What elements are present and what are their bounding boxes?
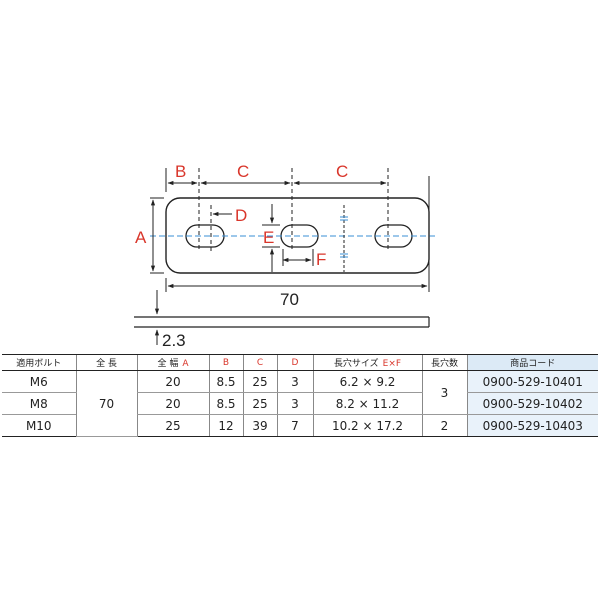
header-holes: 長穴数	[421, 354, 467, 371]
cell-width: 20	[136, 370, 209, 393]
plate-drawing: B C C A D E F 70 2.3	[134, 162, 436, 350]
cell-code: 0900-529-10403	[466, 414, 598, 437]
label-thickness: 2.3	[162, 331, 186, 350]
header-length: 全 長	[75, 354, 137, 371]
cell-d: 3	[276, 370, 313, 393]
label-c-left: C	[237, 162, 249, 181]
cell-code: 0900-529-10402	[466, 392, 598, 415]
cell-width: 25	[136, 414, 209, 437]
header-b: B	[208, 354, 243, 371]
equal-marks	[340, 216, 348, 258]
cell-holes: 2	[421, 414, 467, 437]
table-row: M10 25 12 39 7 10.2 × 17.2 2 0900-529-10…	[2, 414, 598, 437]
label-c-right: C	[336, 162, 348, 181]
cell-d: 3	[276, 392, 313, 415]
header-d: D	[276, 354, 313, 371]
cell-bolt: M6	[2, 370, 76, 393]
table-row: M6 70 20 8.5 25 3 6.2 × 9.2 3 0900-529-1…	[2, 370, 598, 437]
cell-slot: 6.2 × 9.2	[312, 370, 422, 393]
header-code: 商品コード	[466, 354, 598, 371]
cell-b: 8.5	[208, 392, 243, 415]
cell-b: 8.5	[208, 370, 243, 393]
label-a: A	[135, 228, 147, 247]
cell-bolt: M10	[2, 414, 76, 437]
cell-d: 7	[276, 414, 313, 437]
label-e: E	[263, 228, 274, 247]
cell-length: 70	[75, 370, 137, 437]
label-length: 70	[280, 290, 299, 309]
cell-b: 12	[208, 414, 243, 437]
table-row: M8 20 8.5 25 3 8.2 × 11.2 0900-529-10402	[2, 392, 598, 415]
cell-bolt: M8	[2, 392, 76, 415]
header-bolt: 適用ボルト	[2, 354, 76, 371]
label-b: B	[175, 162, 186, 181]
cell-slot: 8.2 × 11.2	[312, 392, 422, 415]
hole-reference-lines	[198, 168, 389, 252]
dimension-lines	[150, 180, 428, 345]
label-f: F	[316, 250, 326, 269]
cell-holes: 3	[421, 370, 467, 415]
label-d: D	[235, 206, 247, 225]
cell-slot: 10.2 × 17.2	[312, 414, 422, 437]
cell-width: 20	[136, 392, 209, 415]
cell-c: 39	[242, 414, 277, 437]
header-c: C	[242, 354, 277, 371]
cell-c: 25	[242, 370, 277, 393]
extension-lines	[150, 168, 430, 292]
cell-c: 25	[242, 392, 277, 415]
plate-side-view	[134, 316, 430, 328]
cell-code: 0900-529-10401	[466, 370, 598, 393]
